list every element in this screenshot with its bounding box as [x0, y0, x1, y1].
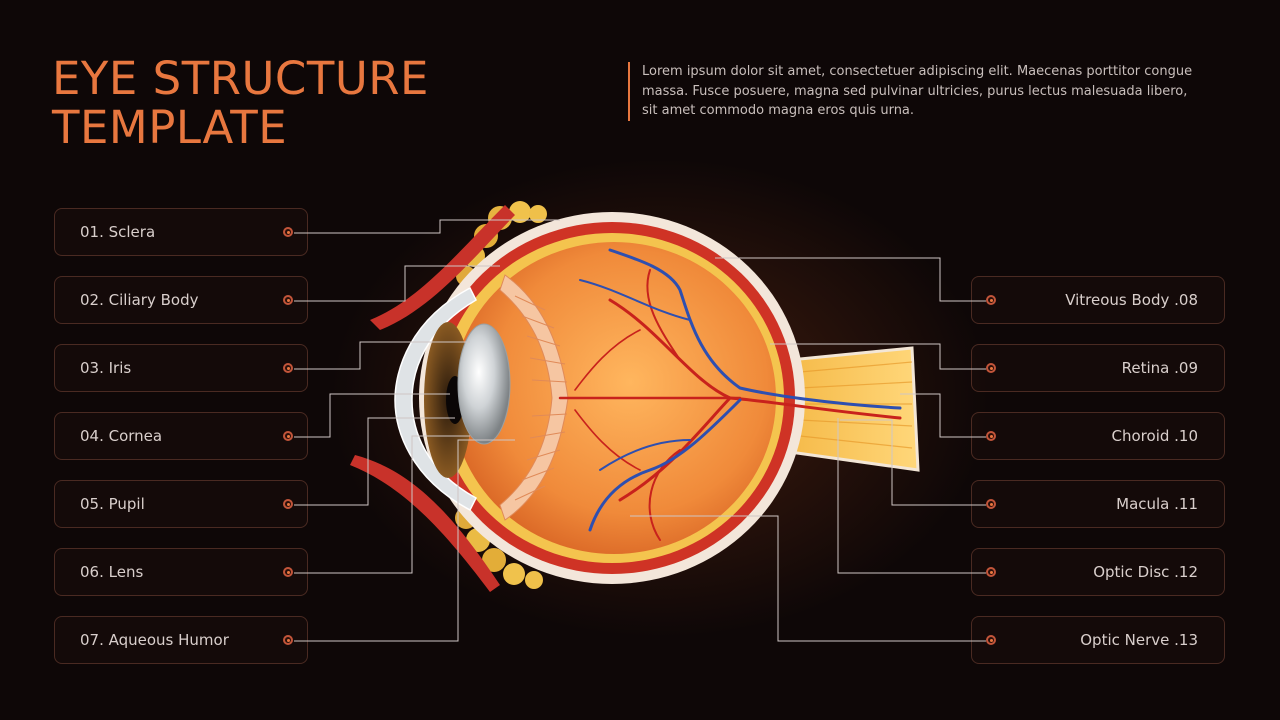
label-text: Macula .11	[1116, 495, 1198, 513]
label-cornea: 04. Cornea	[54, 412, 308, 460]
connector-dot-icon	[283, 567, 293, 577]
label-text: 05. Pupil	[80, 495, 145, 513]
label-text: Choroid .10	[1111, 427, 1198, 445]
label-lens: 06. Lens	[54, 548, 308, 596]
label-retina: Retina .09	[971, 344, 1225, 392]
label-text: 03. Iris	[80, 359, 132, 377]
eye-muscle-bottom	[350, 455, 500, 592]
connector-dot-icon	[986, 635, 996, 645]
label-optic-nerve: Optic Nerve .13	[971, 616, 1225, 664]
ciliary-ridges	[514, 295, 568, 501]
eye-muscle-top	[370, 205, 515, 330]
title-line-2: TEMPLATE	[52, 101, 288, 154]
label-pupil: 05. Pupil	[54, 480, 308, 528]
cornea	[394, 286, 477, 512]
label-text: 01. Sclera	[80, 223, 156, 241]
connector-dot-icon	[986, 567, 996, 577]
ciliary-body	[499, 274, 569, 521]
page-title: EYE STRUCTURE TEMPLATE	[52, 54, 429, 152]
label-iris: 03. Iris	[54, 344, 308, 392]
connector-dot-icon	[283, 363, 293, 373]
retinal-arteries	[558, 269, 902, 541]
label-aqueous-humor: 07. Aqueous Humor	[54, 616, 308, 664]
retinal-veins	[579, 248, 902, 532]
connector-dot-icon	[283, 635, 293, 645]
connector-dot-icon	[986, 499, 996, 509]
optic-nerve-fibers	[799, 361, 913, 449]
label-optic-disc: Optic Disc .12	[971, 548, 1225, 596]
label-text: 04. Cornea	[80, 427, 163, 445]
connector-dot-icon	[986, 431, 996, 441]
connector-dot-icon	[283, 295, 293, 305]
label-text: Optic Nerve .13	[1080, 631, 1198, 649]
label-text: 07. Aqueous Humor	[80, 631, 229, 649]
label-macula: Macula .11	[971, 480, 1225, 528]
description-text: Lorem ipsum dolor sit amet, consectetuer…	[628, 62, 1202, 121]
connector-dot-icon	[283, 227, 293, 237]
label-text: 06. Lens	[80, 563, 144, 581]
label-choroid: Choroid .10	[971, 412, 1225, 460]
label-sclera: 01. Sclera	[54, 208, 308, 256]
connector-dot-icon	[283, 431, 293, 441]
label-text: Vitreous Body .08	[1065, 291, 1198, 309]
title-line-1: EYE STRUCTURE	[52, 52, 429, 105]
label-text: Retina .09	[1121, 359, 1198, 377]
label-text: 02. Ciliary Body	[80, 291, 199, 309]
label-ciliary-body: 02. Ciliary Body	[54, 276, 308, 324]
label-text: Optic Disc .12	[1093, 563, 1198, 581]
connector-dot-icon	[986, 295, 996, 305]
connector-lines	[294, 219, 986, 642]
label-vitreous-body: Vitreous Body .08	[971, 276, 1225, 324]
connector-dot-icon	[283, 499, 293, 509]
lens	[457, 323, 511, 445]
